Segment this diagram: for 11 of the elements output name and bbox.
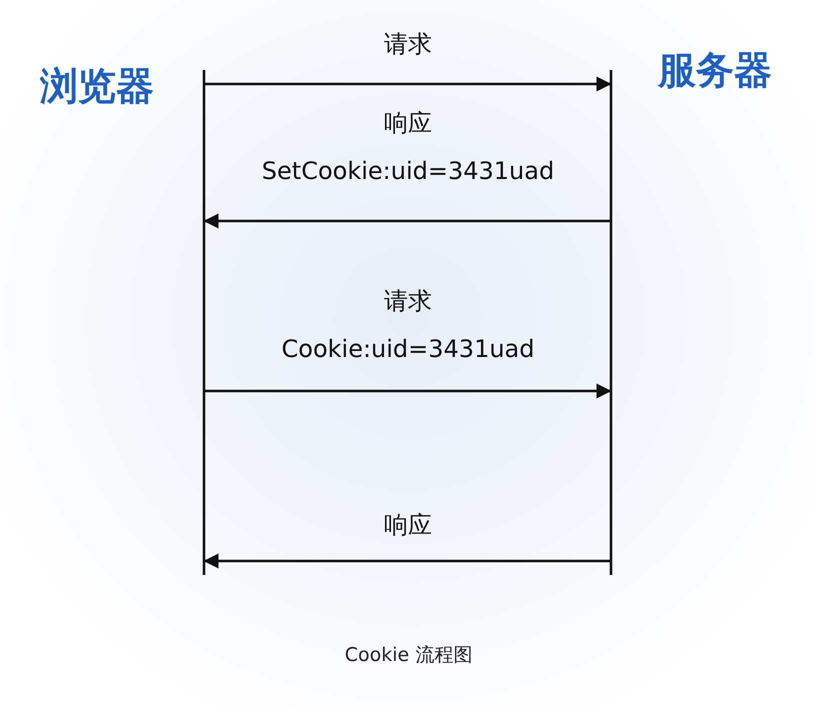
arrow [205, 76, 612, 92]
arrow [204, 214, 610, 228]
arrow [204, 554, 610, 568]
edge-label: 响应 SetCookie:uid=3431uad [260, 108, 556, 187]
participant-label: 服务器 [658, 50, 772, 92]
participant-label: 浏览器 [40, 66, 154, 108]
edge-label: 请求 Cookie:uid=3431uad [280, 286, 536, 365]
caption: Cookie 流程图 [344, 643, 474, 668]
edge-label: 响应 [383, 510, 433, 541]
arrow [205, 384, 612, 398]
edge-label: 请求 [383, 29, 433, 60]
